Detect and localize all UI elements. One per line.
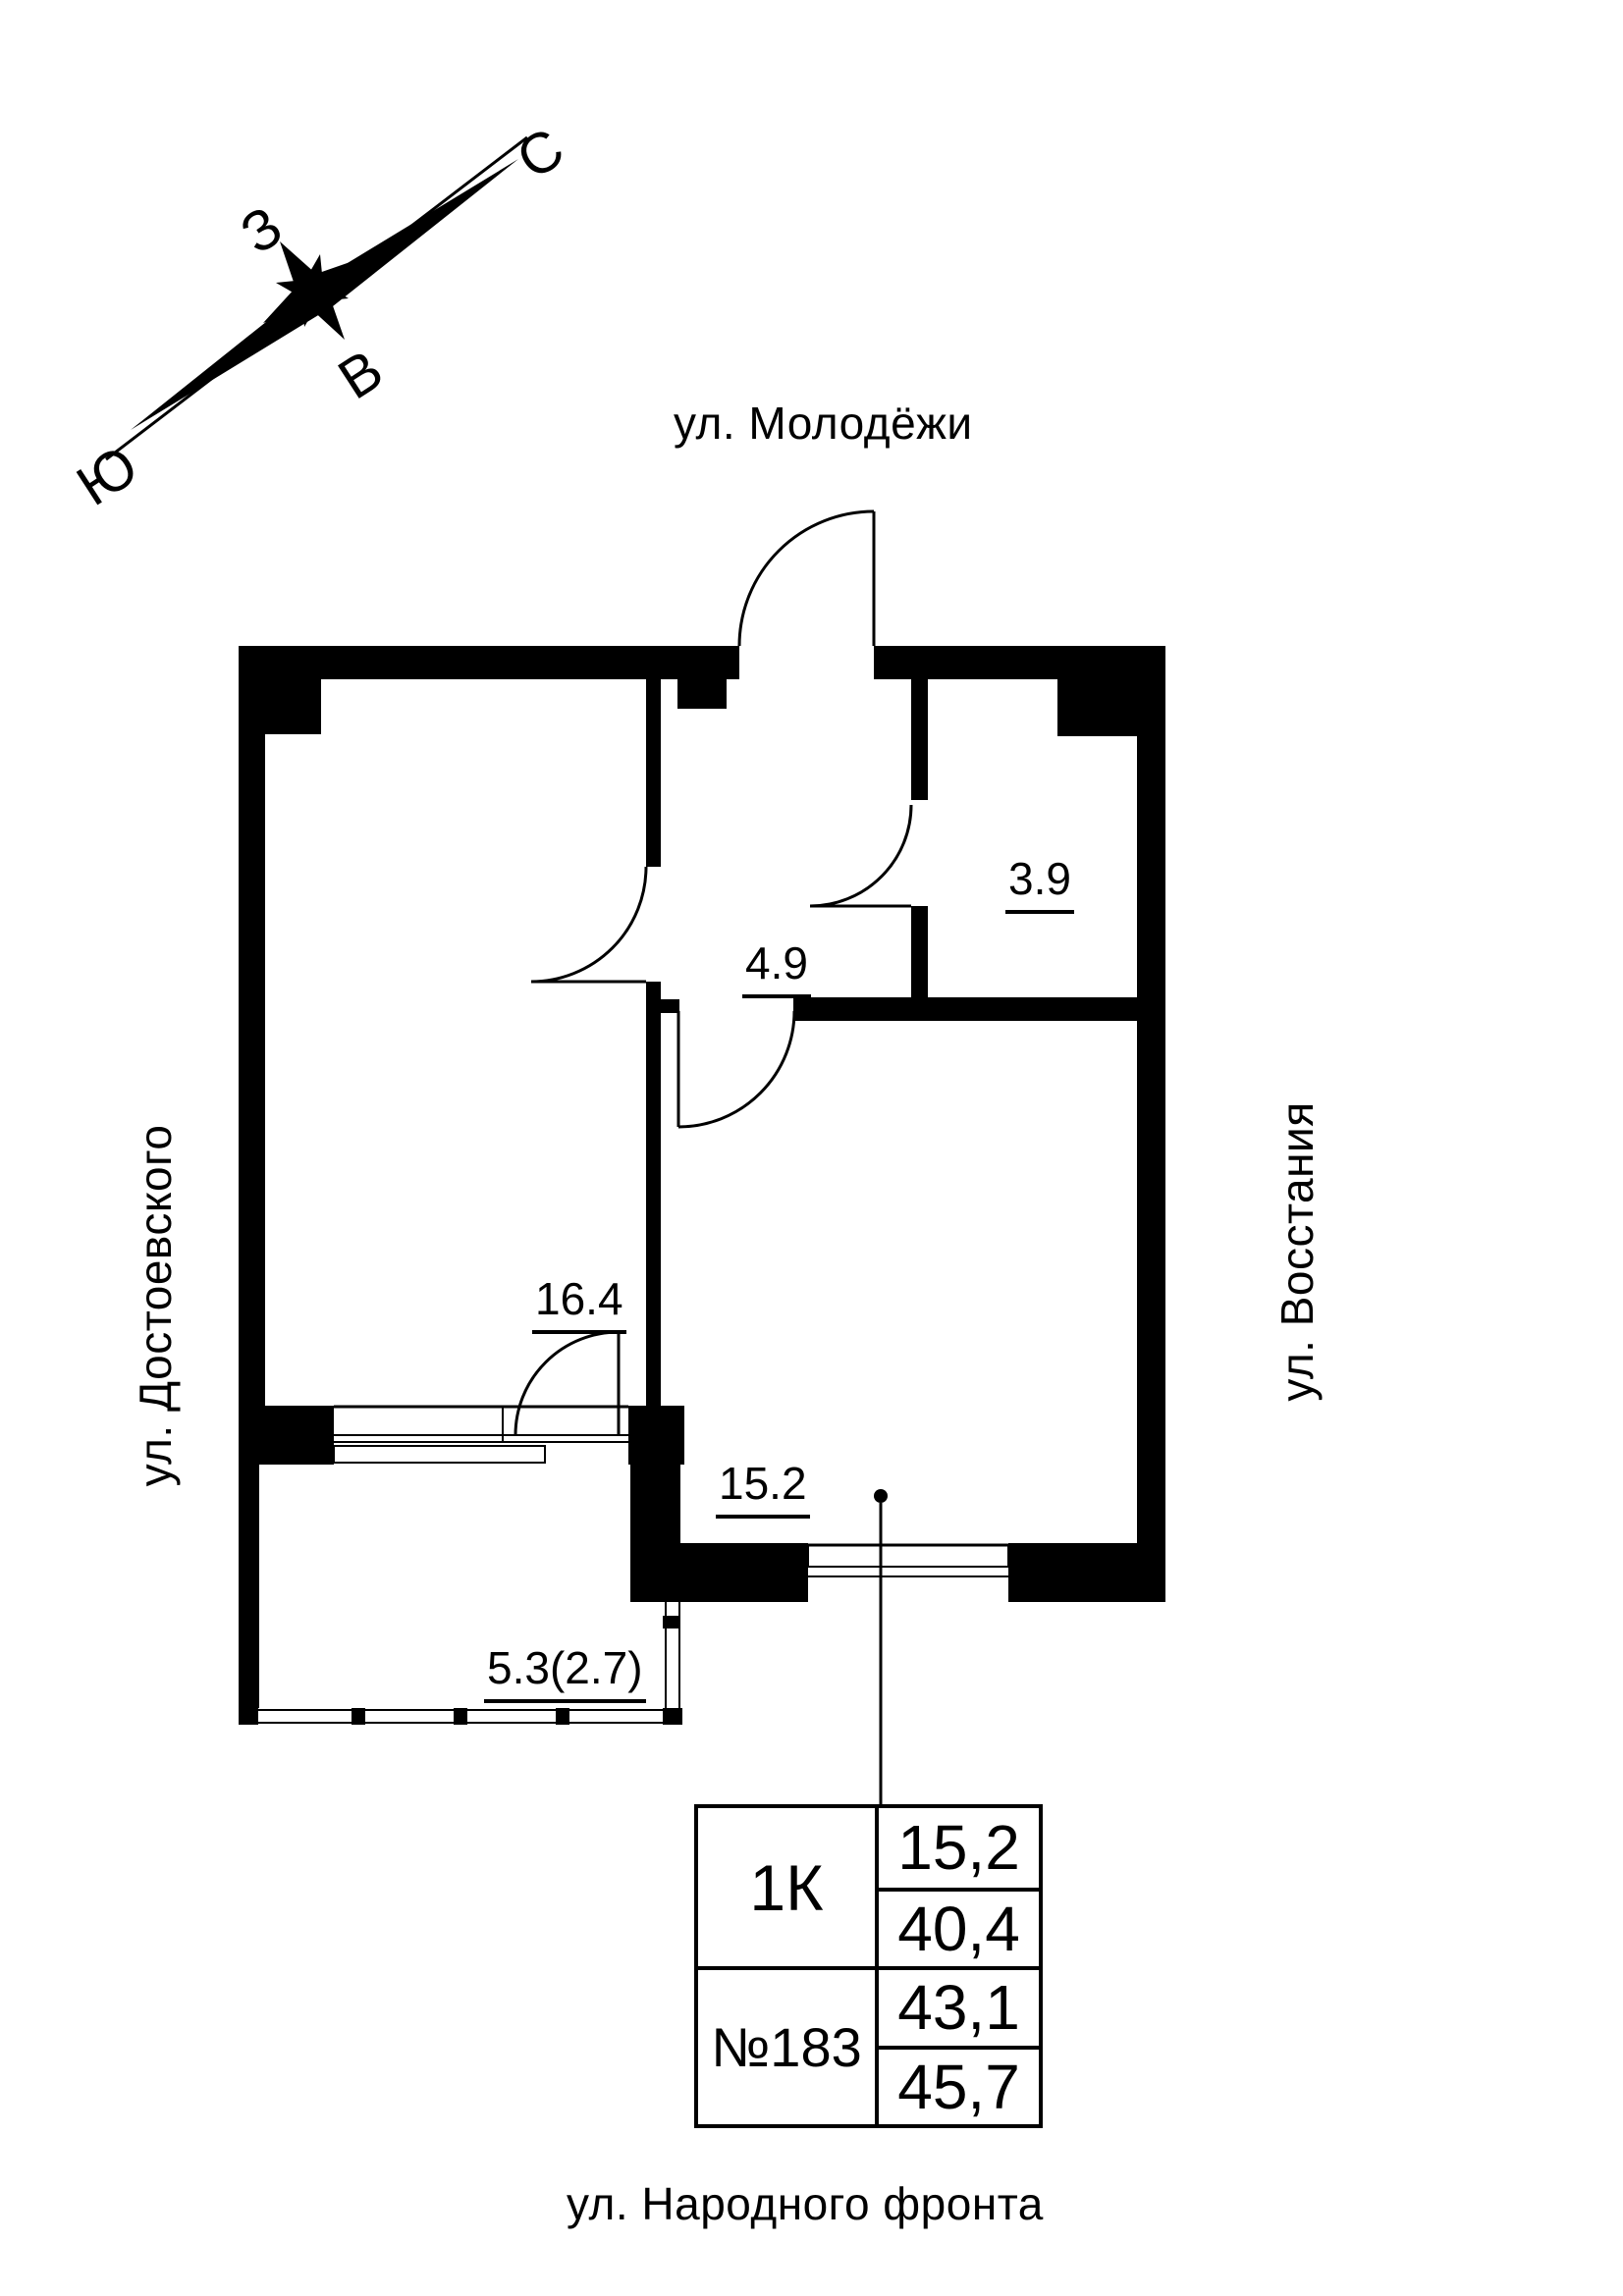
compass-east-label: В bbox=[327, 338, 394, 412]
room-area-label-balcony: 5.3(2.7) bbox=[484, 1641, 646, 1703]
room-area-label-kitchen-living: 16.4 bbox=[532, 1272, 626, 1334]
compass-north-label: С bbox=[506, 116, 575, 191]
room-area-label-hall: 4.9 bbox=[742, 936, 811, 998]
street-label-bottom: ул. Народного фронта bbox=[567, 2178, 1044, 2229]
apartment-info-table: 1К №183 15,2 40,4 43,1 45,7 bbox=[694, 1804, 1043, 2128]
balcony-door bbox=[514, 1330, 621, 1436]
kitchen-door bbox=[530, 866, 648, 984]
window-living bbox=[802, 1543, 1015, 1577]
reduced-total-area-cell: 43,1 bbox=[879, 1966, 1039, 2046]
compass-star-minor bbox=[276, 254, 349, 327]
street-label-top: ул. Молодёжи bbox=[674, 398, 973, 449]
compass-rose-icon: С Ю З В bbox=[66, 116, 575, 518]
living-room-door bbox=[676, 1010, 796, 1129]
walls bbox=[239, 646, 1165, 1708]
street-label-left: ул. Достоевского bbox=[130, 1124, 181, 1487]
street-label-right: ул. Восстания bbox=[1271, 1101, 1323, 1402]
living-area-cell: 15,2 bbox=[897, 1812, 1020, 1884]
leader-line bbox=[874, 1489, 888, 1804]
compass-south-label: Ю bbox=[66, 433, 149, 517]
apartment-type-cell: 1К bbox=[698, 1808, 879, 1966]
window-kitchen bbox=[333, 1405, 628, 1464]
compass-west-label: З bbox=[230, 194, 294, 267]
room-area-label-bathroom: 3.9 bbox=[1005, 852, 1074, 914]
room-area-label-living: 15.2 bbox=[716, 1457, 810, 1519]
balcony-glazing bbox=[239, 1602, 682, 1725]
bathroom-door bbox=[809, 804, 913, 908]
total-area-cell: 45,7 bbox=[879, 2045, 1039, 2125]
entrance-door bbox=[737, 509, 876, 647]
area-without-balcony-cell: 40,4 bbox=[879, 1887, 1039, 1967]
apartment-number-cell: №183 bbox=[698, 1966, 879, 2124]
